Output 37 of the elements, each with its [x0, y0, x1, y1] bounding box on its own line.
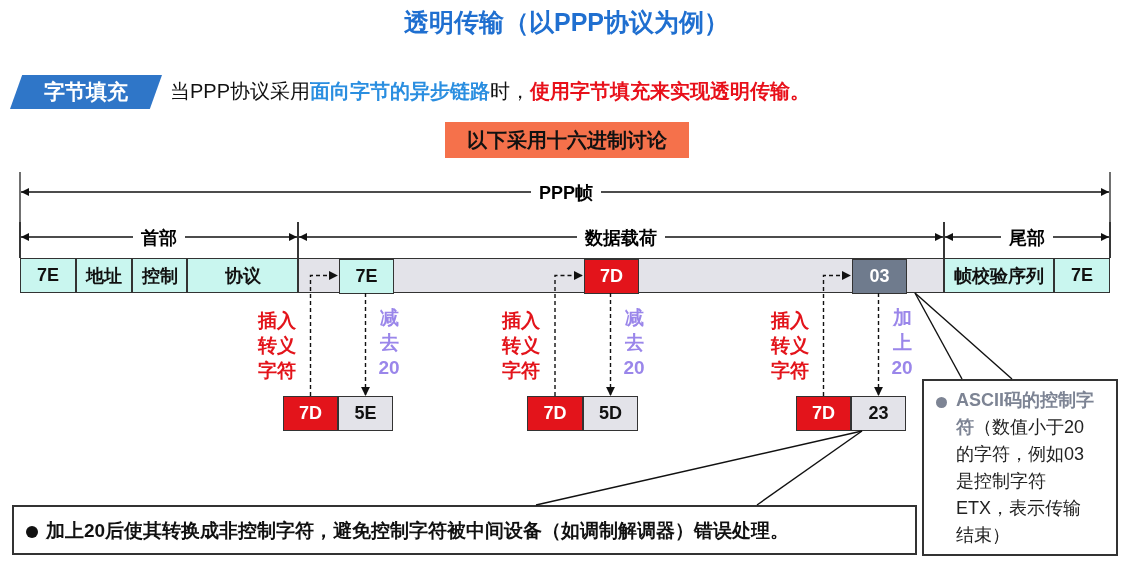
- frame-field: 帧校验序列: [944, 258, 1054, 293]
- frame-field: 7E: [339, 259, 394, 294]
- arrow: [361, 292, 370, 396]
- byte-cell: 5D: [583, 396, 638, 431]
- arrow: [874, 292, 883, 396]
- frame-field: 协议: [187, 258, 298, 293]
- frame-field: 7E: [1054, 258, 1110, 293]
- edge-label: 插入转义字符: [500, 309, 541, 383]
- frame-field: 地址: [76, 258, 132, 293]
- frame-field: 03: [852, 259, 907, 294]
- byte-cell: 7D: [527, 396, 583, 431]
- section-tag: 字节填充: [10, 75, 162, 109]
- note-box: 以下采用十六进制讨论: [445, 122, 689, 158]
- frame-field: 7D: [584, 259, 639, 294]
- edge-label: 插入转义字符: [769, 309, 810, 383]
- edge-label: 减去20: [622, 306, 646, 380]
- sentence: 当PPP协议采用面向字节的异步链路时，使用字节填充来实现透明传输。: [170, 79, 811, 104]
- callout-pointer: [535, 430, 863, 506]
- arrow: [309, 271, 338, 397]
- callout-text: ASCII码的控制字符（数值小于20的字符，例如03是控制字符ETX，表示传输结束）: [956, 389, 1094, 547]
- edge-label: 加上20: [890, 306, 914, 380]
- byte-cell: 23: [851, 396, 906, 431]
- edge-label: 插入转义字符: [256, 309, 297, 383]
- arrow: [554, 271, 583, 397]
- title: 透明传输（以PPP协议为例）: [403, 7, 730, 38]
- callout-text: 加上20后使其转换成非控制字符，避免控制字符被中间设备（如调制解调器）错误处理。: [46, 519, 790, 543]
- payload-bar: [298, 258, 944, 293]
- arrow: [606, 292, 615, 396]
- callout-box: [12, 505, 917, 555]
- frame-field: 控制: [132, 258, 187, 293]
- edge-label: 减去20: [377, 306, 401, 380]
- arrow: [822, 271, 851, 397]
- byte-cell: 5E: [338, 396, 393, 431]
- frame-field: 7E: [20, 258, 76, 293]
- byte-cell: 7D: [283, 396, 338, 431]
- byte-cell: 7D: [796, 396, 851, 431]
- callout-box: [922, 379, 1118, 556]
